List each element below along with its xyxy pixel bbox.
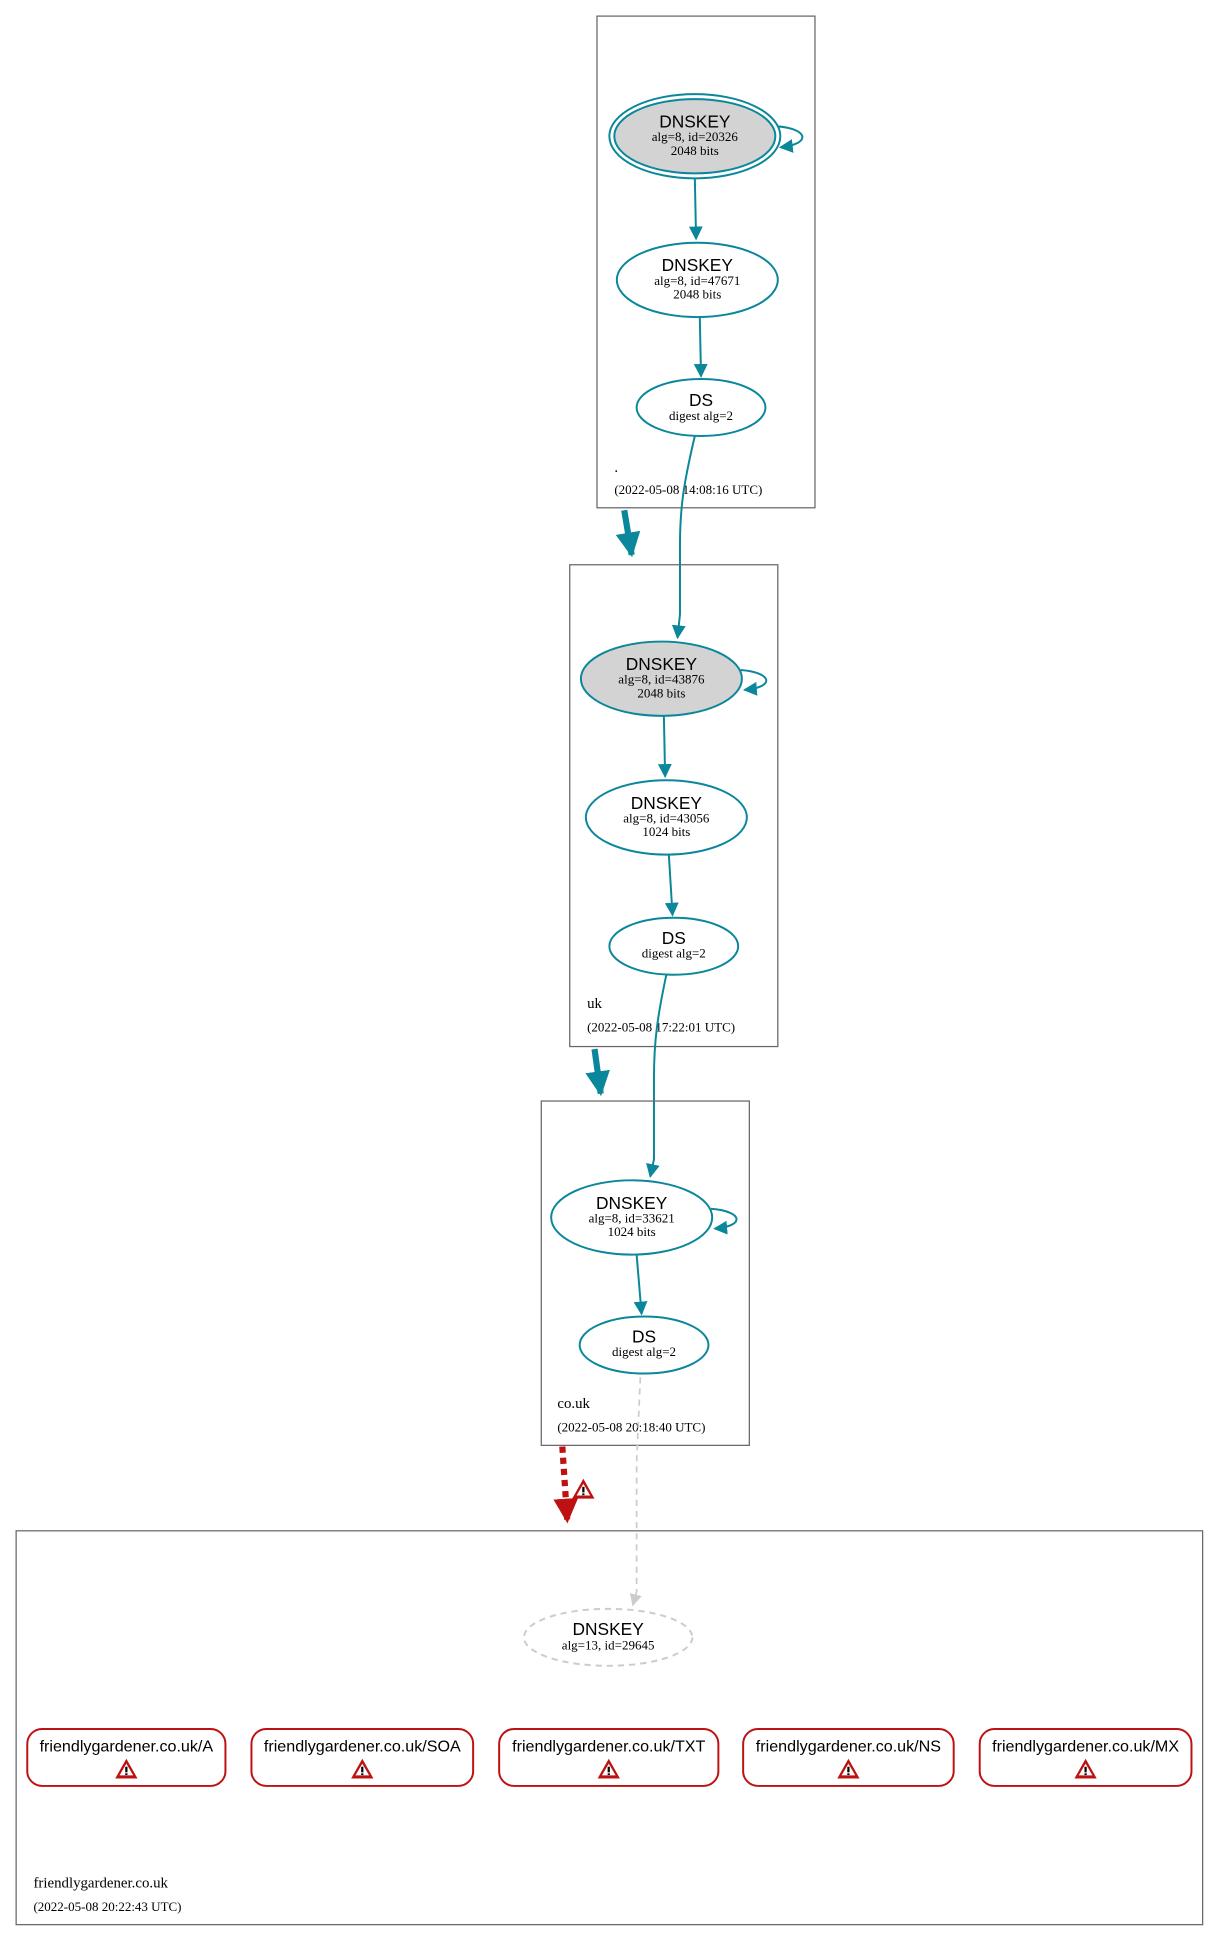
zone-name: co.uk [557,1396,590,1412]
ds-node-root[interactable]: DS digest alg=2 [635,377,767,437]
zone-box [596,15,816,509]
ds-node-uk[interactable]: DS digest alg=2 [608,916,740,976]
warning-icon [572,1478,595,1499]
self-sign-edge [740,669,768,696]
svg-text:DS: DS [632,1327,656,1347]
svg-text:alg=8, id=43056: alg=8, id=43056 [623,810,710,825]
dnskey-node-33621[interactable]: DNSKEY alg=8, id=33621 1024 bits [550,1179,714,1256]
zone-name: uk [587,996,602,1012]
insecure-ds-edge [629,1377,642,1607]
svg-text:DNSKEY: DNSKEY [659,112,731,132]
svg-text:DS: DS [662,928,686,948]
zone-date: (2022-05-08 20:22:43 UTC) [33,1899,181,1914]
svg-text:2048 bits: 2048 bits [671,143,719,158]
edge [693,317,708,378]
self-sign-edge [777,125,804,153]
delegation-edge [585,1048,610,1097]
svg-text:1024 bits: 1024 bits [642,824,690,839]
rrset-node[interactable]: friendlygardener.co.uk/A [26,1727,227,1787]
svg-text:digest alg=2: digest alg=2 [669,408,733,423]
zone-co-uk: DNSKEY alg=8, id=33621 1024 bits DS dige… [540,1100,750,1446]
svg-text:alg=8, id=20326: alg=8, id=20326 [652,129,739,144]
svg-text:DS: DS [689,390,713,410]
rrset-box [498,1727,720,1787]
svg-text:alg=8, id=47671: alg=8, id=47671 [654,273,740,288]
dnskey-node-43876[interactable]: DNSKEY alg=8, id=43876 2048 bits [579,640,743,717]
edge [688,178,703,241]
zone-root: DNSKEY alg=8, id=20326 2048 bits DNSKEY … [596,15,816,509]
dnskey-node-20326[interactable]: DNSKEY alg=8, id=20326 2048 bits [608,93,782,180]
zone-date: (2022-05-08 17:22:01 UTC) [587,1020,735,1035]
rrset-node[interactable]: friendlygardener.co.uk/SOA [250,1727,475,1787]
rrset-label: friendlygardener.co.uk/A [40,1737,214,1755]
rrset-node[interactable]: friendlygardener.co.uk/MX [978,1727,1193,1787]
svg-text:2048 bits: 2048 bits [637,685,685,700]
ds-node-co-uk[interactable]: DS digest alg=2 [578,1315,710,1375]
svg-text:alg=8, id=33621: alg=8, id=33621 [589,1210,675,1225]
edge [664,854,679,917]
rrset-node[interactable]: friendlygardener.co.uk/TXT [498,1727,720,1787]
dnskey-node-43056[interactable]: DNSKEY alg=8, id=43056 1024 bits [584,779,748,856]
svg-text:1024 bits: 1024 bits [608,1224,656,1239]
rrset-label: friendlygardener.co.uk/NS [756,1737,941,1755]
zone-name: friendlygardener.co.uk [33,1876,168,1892]
svg-text:digest alg=2: digest alg=2 [642,945,706,960]
rrset-label: friendlygardener.co.uk/MX [992,1737,1179,1755]
dnskey-node-47671[interactable]: DNSKEY alg=8, id=47671 2048 bits [615,241,779,319]
zone-uk: DNSKEY alg=8, id=43876 2048 bits DNSKEY … [569,564,779,1048]
zone-date: (2022-05-08 20:18:40 UTC) [557,1420,705,1435]
dnskey-node-29645[interactable]: DNSKEY alg=13, id=29645 [522,1607,694,1667]
rrset-label: friendlygardener.co.uk/TXT [512,1737,705,1755]
rrset-box [978,1727,1193,1787]
self-sign-edge [710,1207,738,1235]
zone-box [540,1100,750,1446]
rrset-box [250,1727,475,1787]
rrset-box [742,1727,955,1787]
svg-text:2048 bits: 2048 bits [673,286,721,301]
rrset-box [26,1727,227,1787]
zone-friendlygardener: DNSKEY alg=13, id=29645 friendlygardener… [15,1530,1204,1926]
zone-name: . [614,460,618,476]
edge [633,1254,648,1316]
svg-text:DNSKEY: DNSKEY [573,1619,645,1639]
svg-text:alg=13, id=29645: alg=13, id=29645 [562,1638,655,1653]
zone-box [15,1530,1204,1926]
rrset-node[interactable]: friendlygardener.co.uk/NS [742,1727,955,1787]
zone-date: (2022-05-08 14:08:16 UTC) [614,482,762,497]
svg-text:DNSKEY: DNSKEY [596,1193,668,1213]
broken-delegation-edge [553,1446,579,1524]
svg-text:DNSKEY: DNSKEY [631,793,703,813]
ds-edge [646,974,668,1178]
svg-text:alg=8, id=43876: alg=8, id=43876 [618,672,705,687]
svg-text:DNSKEY: DNSKEY [626,654,698,674]
rrset-label: friendlygardener.co.uk/SOA [264,1737,461,1755]
zone-box [569,564,779,1048]
svg-text:DNSKEY: DNSKEY [662,255,734,275]
edge [657,715,672,778]
ds-edge [671,435,696,640]
svg-text:digest alg=2: digest alg=2 [612,1344,676,1359]
delegation-edge [615,509,641,558]
